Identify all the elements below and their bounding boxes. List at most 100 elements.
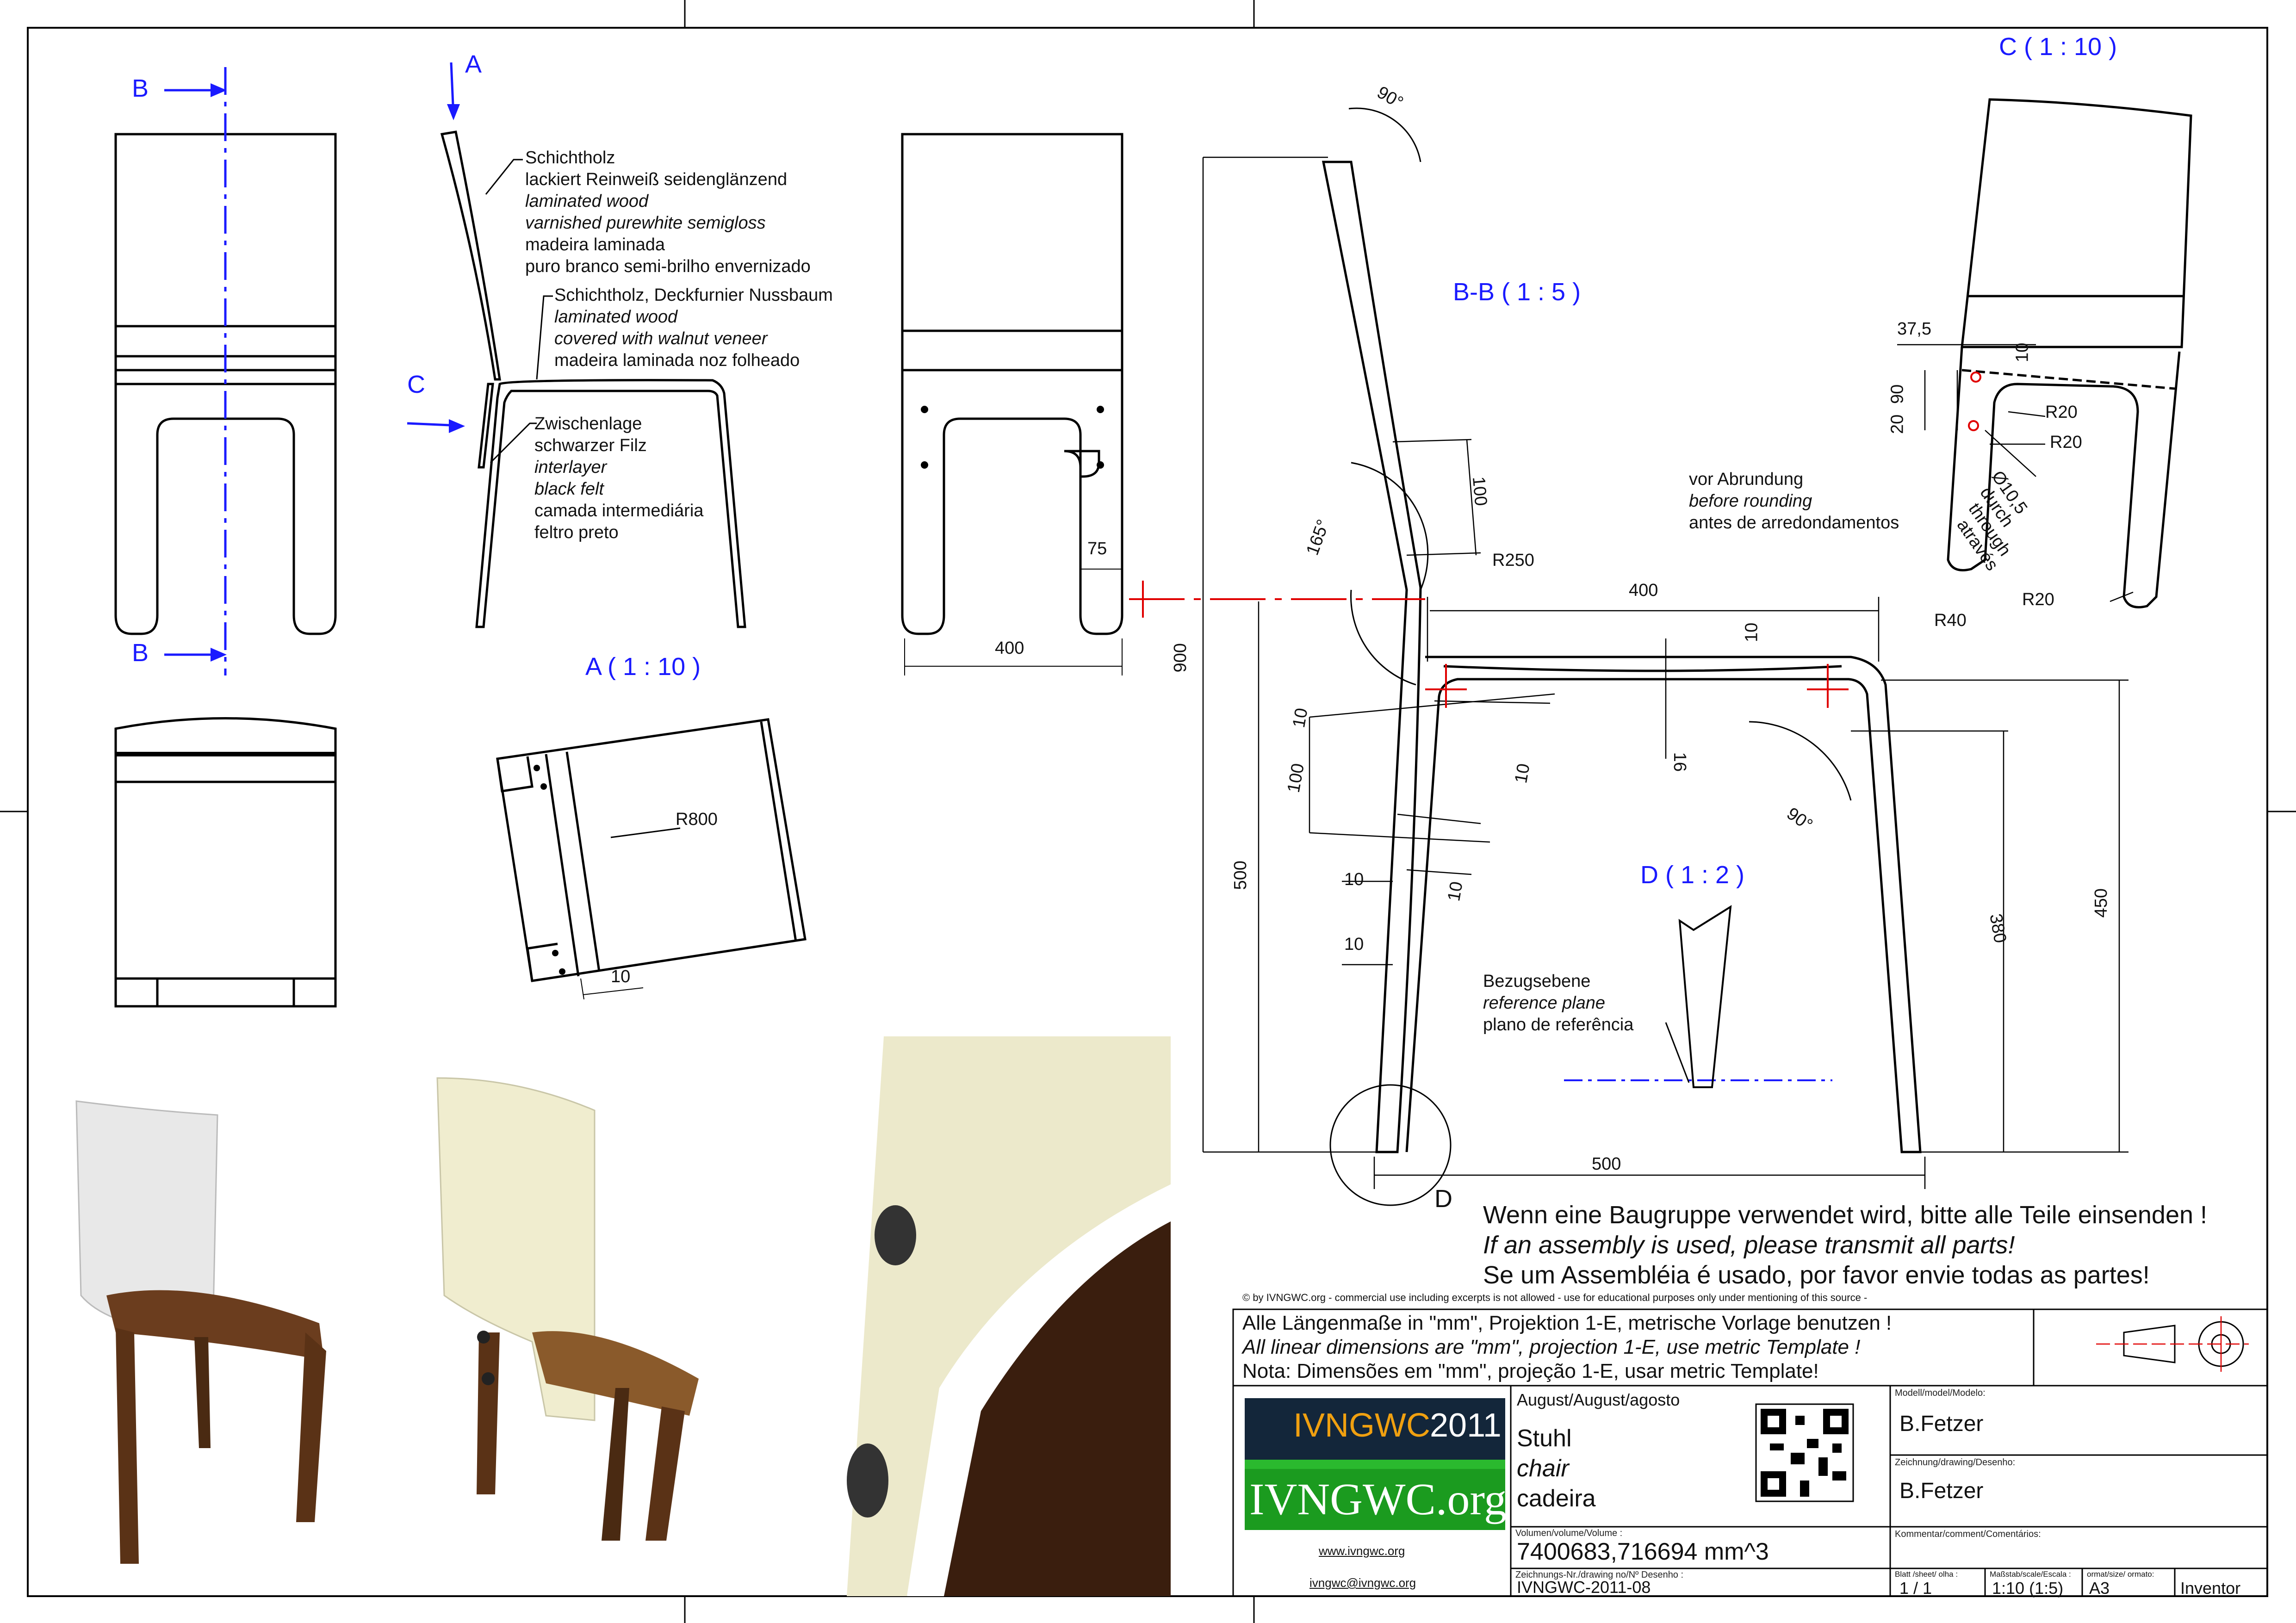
- view-c: [1947, 98, 2192, 608]
- dim-10-c: 10: [1344, 870, 1364, 889]
- drawing-no-value: IVNGWC-2011-08: [1517, 1578, 1651, 1597]
- detail-d-profile: [1678, 905, 1732, 1088]
- dim-height-450: 450: [2091, 888, 2111, 918]
- model-author: B.Fetzer: [1899, 1412, 1984, 1436]
- drawing-author: B.Fetzer: [1899, 1479, 1984, 1503]
- notice-en: If an assembly is used, please transmit …: [1483, 1231, 2015, 1259]
- dim-10-a: 10: [1289, 706, 1312, 730]
- note-backrest-de2: lackiert Reinweiß seidenglänzend: [525, 170, 788, 189]
- render-white-chair: [75, 1100, 326, 1564]
- section-marker-top: B: [132, 74, 149, 102]
- note-rounding-pt: antes de arredondamentos: [1689, 513, 1899, 533]
- view-a-marker: A: [465, 50, 482, 78]
- detail-d-title: D ( 1 : 2 ): [1640, 861, 1745, 889]
- title-block-frame: [1232, 1308, 2268, 1597]
- side-view: [440, 130, 746, 628]
- top-view: [114, 717, 337, 1008]
- note-interlayer-en2: black felt: [534, 479, 604, 499]
- note-backrest-en: laminated wood: [525, 192, 649, 211]
- section-bb-title: B-B ( 1 : 5 ): [1453, 278, 1581, 306]
- note-seat-en: laminated wood: [554, 307, 678, 327]
- note-backrest-pt: madeira laminada: [525, 235, 665, 254]
- note-reference-de: Bezugsebene: [1483, 972, 1591, 991]
- section-bb: [1322, 161, 1922, 1153]
- dim-10-b: 10: [1511, 762, 1534, 785]
- note-backrest-de: Schichtholz: [525, 148, 615, 167]
- view-a: [496, 718, 807, 982]
- dim-c-37-5: 37,5: [1897, 319, 1931, 339]
- qr-code-icon: [1755, 1403, 1854, 1502]
- dim-thickness-16: 16: [1669, 752, 1689, 772]
- dim-a-radius: R800: [676, 810, 718, 829]
- comment-label: Kommentar/comment/Comentários:: [1895, 1529, 2041, 1539]
- dim-seat-10: 10: [1742, 622, 1762, 642]
- note-interlayer-en: interlayer: [534, 458, 607, 477]
- software-value: Inventor: [2180, 1579, 2241, 1598]
- dim-seat-400: 400: [1629, 581, 1658, 600]
- volume-value: 7400683,716694 mm^3: [1517, 1538, 1769, 1565]
- general-note-de: Alle Längenmaße in "mm", Projektion 1-E,…: [1242, 1312, 1892, 1334]
- dim-base-500: 500: [1592, 1154, 1621, 1174]
- notice-pt: Se um Assembléia é usado, por favor envi…: [1483, 1261, 2150, 1289]
- render-detail-closeup: [847, 1036, 1171, 1596]
- model-label: Modell/model/Modelo:: [1895, 1388, 1986, 1398]
- general-note-en: All linear dimensions are "mm", projecti…: [1242, 1336, 1861, 1358]
- dim-r40: R40: [1934, 611, 1967, 630]
- drawing-label: Zeichnung/drawing/Desenho:: [1895, 1457, 2016, 1468]
- logo-year: 2011: [1430, 1407, 1502, 1444]
- section-marker-bottom: B: [132, 639, 149, 667]
- dim-c-r20-a: R20: [2045, 403, 2078, 422]
- notice-de: Wenn eine Baugruppe verwendet wird, bitt…: [1483, 1201, 2208, 1229]
- dim-c-r20-c: R20: [2022, 590, 2054, 609]
- note-reference-en: reference plane: [1483, 993, 1606, 1013]
- dim-c-r20-b: R20: [2050, 433, 2082, 452]
- note-rounding-en: before rounding: [1689, 491, 1812, 511]
- general-note-pt: Nota: Dimensões em "mm", projeção 1-E, u…: [1242, 1360, 1819, 1382]
- note-interlayer-pt2: feltro preto: [534, 523, 619, 542]
- view-c-title: C ( 1 : 10 ): [1999, 33, 2117, 61]
- dim-c-90: 90: [1887, 384, 1907, 404]
- note-rounding-de: vor Abrundung: [1689, 470, 1804, 489]
- sheet-label: Blatt /sheet/ olha :: [1895, 1570, 1958, 1579]
- dim-c-20: 20: [1887, 414, 1907, 434]
- note-reference-pt: plano de referência: [1483, 1015, 1634, 1035]
- email-link[interactable]: ivngwc@ivngwc.org: [1309, 1576, 1416, 1590]
- note-seat-de: Schichtholz, Deckfurnier Nussbaum: [554, 285, 833, 305]
- dim-100-top: 100: [1468, 476, 1491, 507]
- volume-label: Volumen/volume/Volume :: [1515, 1528, 1623, 1538]
- rear-view: [901, 133, 1123, 635]
- copyright-line: © by IVNGWC.org - commercial use includi…: [1242, 1292, 1868, 1303]
- dim-front-width: 400: [995, 638, 1024, 658]
- note-backrest-pt2: puro branco semi-brilho envernizado: [525, 257, 811, 276]
- note-backrest-en2: varnished purewhite semigloss: [525, 213, 766, 233]
- scale-label: Maßstab/scale/Escala :: [1990, 1570, 2071, 1579]
- part-name-en: chair: [1517, 1455, 1569, 1482]
- format-value: A3: [2089, 1579, 2110, 1598]
- dim-r250: R250: [1492, 551, 1534, 570]
- dim-height-500: 500: [1230, 861, 1250, 890]
- scale-value: 1:10 (1:5): [1992, 1579, 2064, 1598]
- part-name-de: Stuhl: [1517, 1425, 1572, 1452]
- dim-front-leg: 75: [1087, 539, 1107, 558]
- dim-10-d: 10: [1444, 880, 1467, 903]
- date-field: August/August/agosto: [1517, 1390, 1680, 1409]
- part-name-pt: cadeira: [1517, 1485, 1596, 1512]
- detail-d-marker: D: [1434, 1185, 1452, 1213]
- note-interlayer-de: Zwischenlage: [534, 414, 642, 434]
- note-seat-pt: madeira laminada noz folheado: [554, 351, 800, 370]
- render-cream-chair: [436, 1077, 699, 1541]
- dim-10-e: 10: [1344, 935, 1364, 954]
- sheet-value: 1 / 1: [1899, 1579, 1932, 1598]
- logo-org: IVNGWC.org: [1249, 1474, 1507, 1524]
- drawing-no-label: Zeichnungs-Nr./drawing no/Nº Desenho :: [1515, 1570, 1684, 1580]
- format-label: ormat/size/ ormato:: [2087, 1570, 2154, 1579]
- note-interlayer-pt: camada intermediária: [534, 501, 704, 520]
- note-interlayer-de2: schwarzer Filz: [534, 436, 647, 455]
- detail-d-circle: [1329, 1084, 1452, 1206]
- website-link[interactable]: www.ivngwc.org: [1319, 1544, 1405, 1558]
- dim-c-10: 10: [2012, 342, 2032, 362]
- dim-a-10: 10: [611, 967, 631, 986]
- view-c-marker: C: [407, 371, 425, 398]
